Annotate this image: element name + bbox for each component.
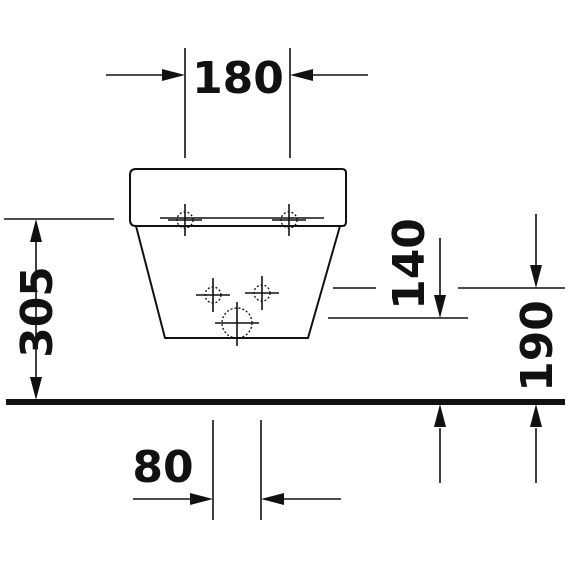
dimension-label-190: 190 bbox=[512, 300, 563, 392]
dimension-190: 190 bbox=[458, 214, 565, 483]
dimension-label-80: 80 bbox=[132, 442, 193, 493]
dimension-label-305: 305 bbox=[12, 266, 63, 358]
waste-outlet bbox=[215, 302, 259, 346]
water-inlet-right bbox=[245, 276, 279, 310]
fixing-hole-left bbox=[168, 204, 202, 236]
water-inlet-left bbox=[196, 278, 230, 312]
dimension-180: 180 bbox=[106, 48, 368, 158]
dimension-label-180: 180 bbox=[192, 53, 284, 104]
fixing-hole-right bbox=[272, 204, 306, 236]
dimension-label-140: 140 bbox=[384, 218, 435, 310]
dimension-140: 140 bbox=[328, 218, 468, 319]
fixture-outline bbox=[129, 168, 347, 339]
inlet-floor-arrow bbox=[434, 404, 446, 483]
dimension-305: 305 bbox=[4, 218, 114, 400]
dimension-80: 80 bbox=[132, 420, 341, 520]
